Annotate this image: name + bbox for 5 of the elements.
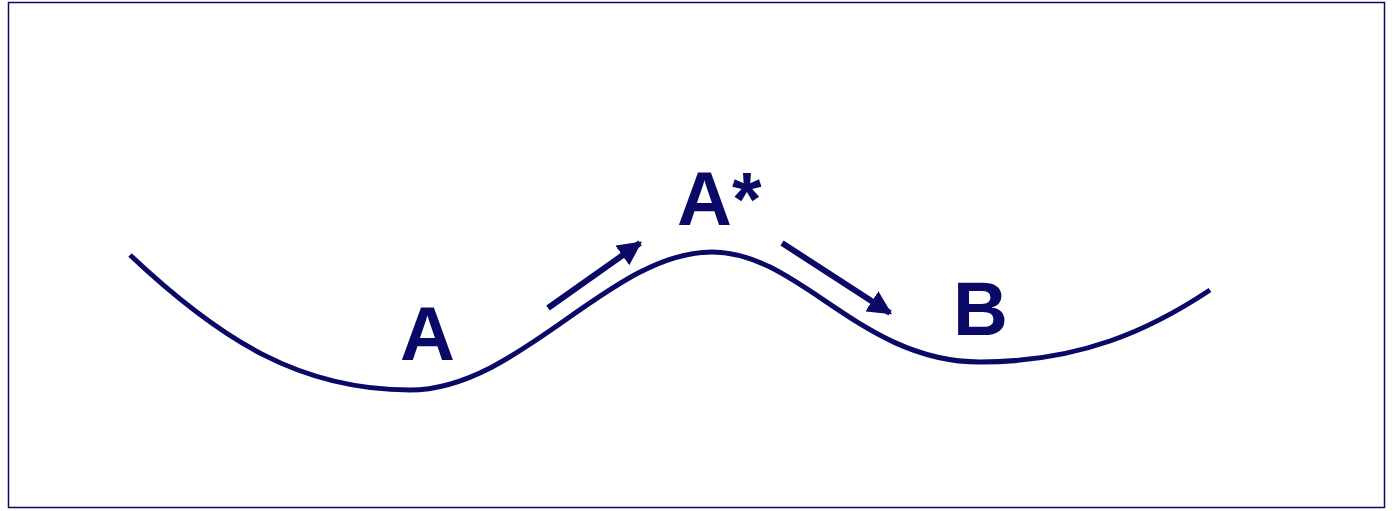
arrow [546,240,642,311]
arrow [780,240,892,316]
state-label: B [953,271,1008,347]
state-label: A [400,296,455,372]
state-label: A* [677,161,762,237]
